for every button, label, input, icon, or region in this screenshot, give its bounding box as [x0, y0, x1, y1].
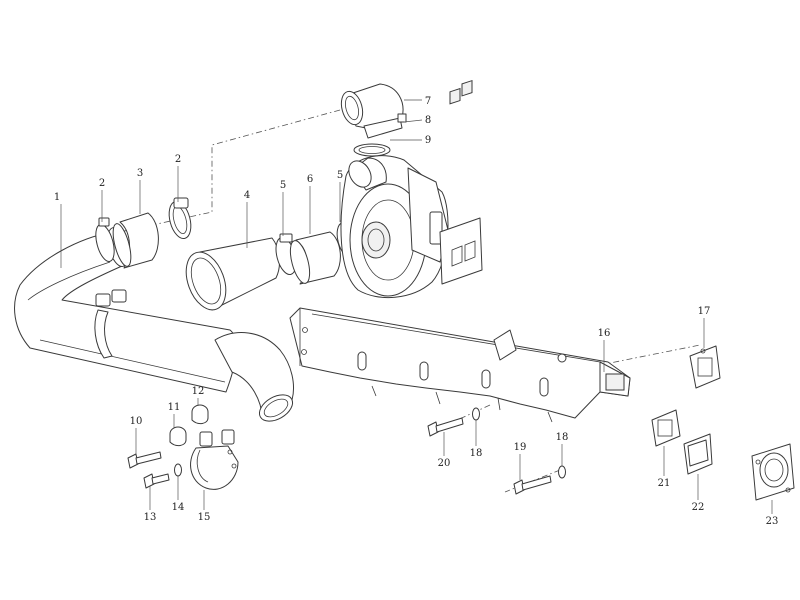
- intake-pipe-part-1: [14, 227, 294, 422]
- callout-11: 11: [168, 402, 181, 413]
- washer-part-18b: [558, 465, 566, 479]
- clamp-part-8: [363, 113, 407, 139]
- adapter-part-23: [751, 443, 795, 501]
- hose-clamp-part-2b: [168, 197, 192, 240]
- callout-18: 18: [556, 432, 569, 443]
- washer-part-14: [174, 463, 182, 477]
- turbocharger: [340, 79, 483, 299]
- callout-14: 14: [172, 502, 185, 513]
- reducer-cone-part-4: [185, 237, 280, 311]
- hose-clamp-part-2a: [95, 217, 115, 262]
- callout-10: 10: [130, 416, 143, 427]
- spacer-part-11: [169, 426, 187, 447]
- bolt-part-19: [513, 475, 552, 495]
- callout-20: 20: [438, 458, 451, 469]
- callout-7: 7: [425, 96, 431, 107]
- callout-6: 6: [307, 174, 313, 185]
- callout-4: 4: [244, 190, 250, 201]
- callout-5: 5: [337, 170, 343, 181]
- callout-22: 22: [692, 502, 705, 513]
- callout-18: 18: [470, 448, 483, 459]
- bolt-part-13: [143, 473, 170, 489]
- callout-16: 16: [598, 328, 611, 339]
- hose-part-6: [289, 231, 341, 285]
- callout-12: 12: [192, 386, 205, 397]
- callouts: 1 2 3 2 4 5 6 5 7 8 9 10 11 12 13 14 15 …: [54, 96, 779, 527]
- bolt-part-10: [127, 451, 162, 469]
- callout-2: 2: [99, 178, 105, 189]
- callout-8: 8: [425, 115, 431, 126]
- callout-21: 21: [658, 478, 671, 489]
- callout-13: 13: [144, 512, 157, 523]
- callout-1: 1: [54, 192, 60, 203]
- exhaust-manifold-part-16: [289, 307, 631, 423]
- callout-2: 2: [175, 154, 181, 165]
- callout-3: 3: [137, 168, 143, 179]
- gasket-part-21: [651, 409, 681, 447]
- washer-part-18a: [472, 407, 480, 421]
- gasket-part-9: [353, 143, 391, 157]
- callout-15: 15: [198, 512, 211, 523]
- callout-19: 19: [514, 442, 527, 453]
- flange-part-22: [683, 433, 713, 475]
- outlet-elbow-part-7: [340, 83, 404, 133]
- spacer-part-12: [191, 404, 209, 425]
- bolt-part-20: [427, 417, 464, 437]
- leader-lines: [60, 99, 773, 514]
- callout-23: 23: [766, 516, 779, 527]
- hose-part-3: [112, 212, 159, 269]
- gasket-part-17: [689, 345, 721, 389]
- band-clamp-part-15: [190, 429, 239, 490]
- callout-9: 9: [425, 135, 431, 146]
- callout-5: 5: [280, 180, 286, 191]
- callout-17: 17: [698, 306, 711, 317]
